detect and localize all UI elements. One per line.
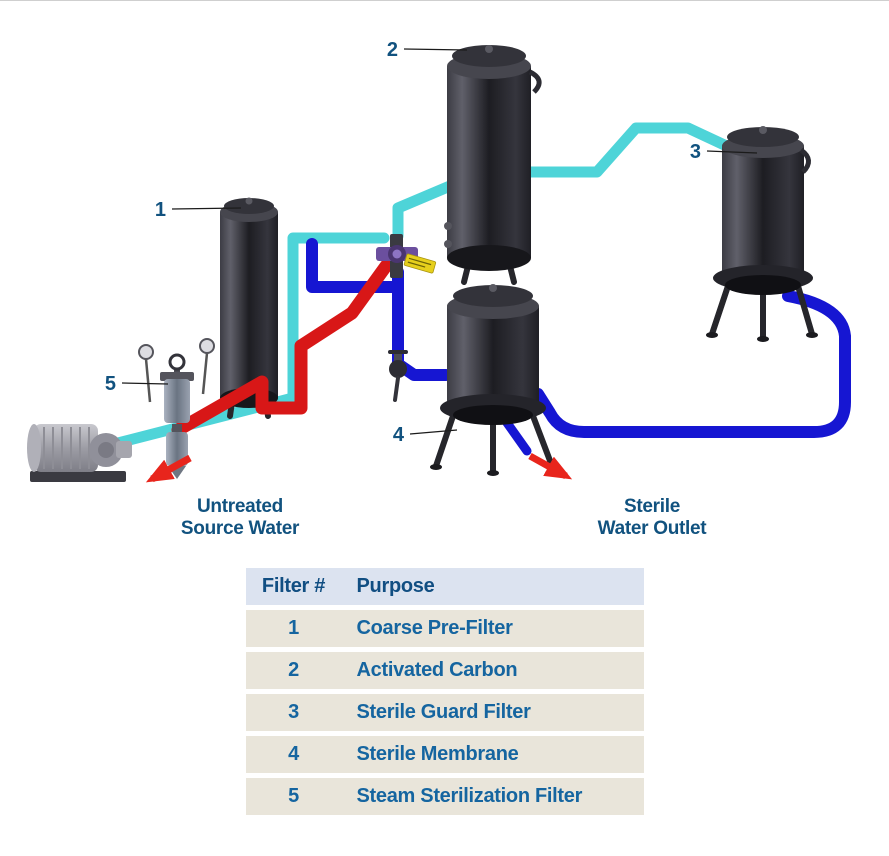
tank-4-lid [453, 285, 533, 307]
tank-2-port [444, 240, 452, 248]
inlet-label-line1: Untreated [197, 496, 283, 517]
multiport-valve [376, 234, 437, 278]
drain-filter-body [166, 432, 188, 466]
filter-purpose-cell: Sterile Guard Filter [341, 694, 644, 731]
filter-purpose-cell: Sterile Membrane [341, 736, 644, 773]
outlet-label-line2: Water Outlet [598, 518, 708, 539]
header-cell-purpose: Purpose [341, 568, 644, 605]
pressure-gauge [199, 338, 215, 354]
tank-3-handle [799, 147, 811, 174]
callout-2-number: 2 [387, 39, 398, 61]
leader-line-4 [409, 429, 458, 435]
filter-5-body [164, 379, 190, 423]
tank-1-vent-knob [245, 197, 253, 205]
tank-2-handle [528, 69, 542, 94]
filter-number-cell: 4 [245, 736, 342, 773]
table-row: 4 Sterile Membrane [245, 736, 644, 773]
filter-number-cell: 2 [245, 652, 342, 689]
table-row: 1 Coarse Pre-Filter [245, 610, 644, 647]
red-steam-pipe [171, 259, 393, 437]
callout-5-number: 5 [105, 373, 116, 395]
filter-number-cell: 3 [245, 694, 342, 731]
header-cell-filter: Filter # [245, 568, 342, 605]
table-header-row: Filter # Purpose [245, 568, 644, 605]
table-row: 5 Steam Sterilization Filter [245, 778, 644, 815]
pipe-segment-return-loop [532, 290, 851, 438]
pipe-segment-outlet-stub [500, 415, 532, 456]
warning-tag [403, 253, 437, 274]
tank-2-lid [452, 45, 526, 67]
leader-line-1 [171, 207, 242, 210]
filter-number-cell: 5 [245, 778, 342, 815]
inlet-arrow-icon [145, 454, 192, 483]
leader-line-3 [706, 150, 758, 154]
callout-1-number: 1 [155, 199, 166, 221]
tank-3-sterile-guard [706, 126, 818, 342]
filter-purpose-cell: Coarse Pre-Filter [341, 610, 644, 647]
pipe-segment-steam [171, 259, 393, 437]
outlet-arrow-icon [528, 452, 573, 480]
tank-2-activated-carbon [444, 45, 542, 285]
filter-5-steam-sterilization [138, 338, 215, 423]
pump-outlet-nose [116, 441, 132, 458]
tank-2-port [444, 222, 452, 230]
table-row: 3 Sterile Guard Filter [245, 694, 644, 731]
pressure-gauge [138, 344, 154, 360]
pipe-segment-valve-to-carbon [392, 180, 456, 242]
flow-labels: Untreated Source Water Sterile Water Out… [181, 496, 708, 539]
leader-line-5 [121, 382, 169, 385]
tank-1-lid [224, 198, 274, 214]
callouts: 1 2 3 4 5 [105, 39, 758, 446]
diverter-valve [388, 350, 408, 402]
inlet-label-line2: Source Water [181, 518, 300, 539]
cyan-feed-pipes [104, 122, 754, 451]
tank-4-vent-knob [489, 284, 497, 292]
pipe-segment-valve-to-membrane [392, 266, 452, 381]
table-row: 2 Activated Carbon [245, 652, 644, 689]
valve-wheel [168, 353, 186, 371]
tank-3-vent-knob [759, 126, 767, 134]
feed-pump [27, 424, 132, 482]
tank-3-lid [727, 127, 799, 147]
filter-number-cell: 1 [245, 610, 342, 647]
filter-purpose-cell: Activated Carbon [341, 652, 644, 689]
leader-line-2 [403, 48, 468, 51]
filtration-diagram: 1 2 3 4 5 Untreated Source Water Sterile… [27, 39, 851, 539]
callout-4-number: 4 [393, 424, 405, 446]
diagram-container: 1 2 3 4 5 Untreated Source Water Sterile… [0, 4, 889, 565]
callout-3-number: 3 [690, 141, 701, 163]
tank-2-vent-knob [485, 45, 493, 53]
tank-4-sterile-membrane [430, 284, 558, 476]
filter-table: Filter # Purpose 1 Coarse Pre-Filter 2 A… [245, 568, 644, 820]
top-divider [0, 0, 889, 1]
flow-arrows [145, 452, 573, 483]
pipe-segment-carbon-to-guard [525, 122, 754, 178]
outlet-label-line1: Sterile [624, 496, 680, 517]
filter-purpose-cell: Steam Sterilization Filter [341, 778, 644, 815]
